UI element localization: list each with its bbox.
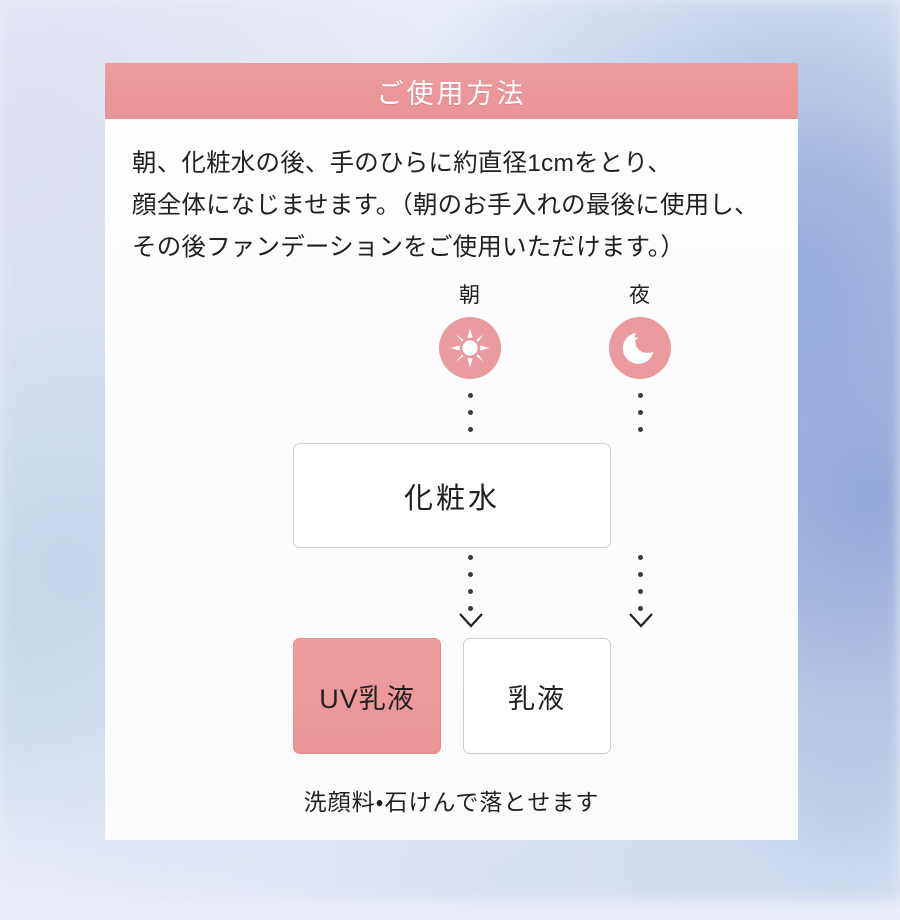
usage-instructions-card: ご使用方法 朝、化粧水の後、手のひらに約直径1cmをとり、 顔全体になじませます… xyxy=(105,63,798,840)
card-header-bar: ご使用方法 xyxy=(105,63,798,119)
page-title: ご使用方法 xyxy=(376,78,527,109)
connector-dots-night-to-lotion xyxy=(638,393,644,444)
night-label: 夜 xyxy=(629,284,651,307)
arrow-down-icon-milk xyxy=(628,613,654,628)
arrow-down-icon-uv xyxy=(458,613,484,628)
morning-label: 朝 xyxy=(459,284,481,307)
instruction-line-3: その後ファンデーションをご使用いただけます。） xyxy=(132,234,685,261)
connector-dots-lotion-to-milk xyxy=(638,555,644,623)
instruction-line-1: 朝、化粧水の後、手のひらに約直径1cmをとり、 xyxy=(132,150,672,177)
moon-star-icon xyxy=(609,317,671,379)
wash-off-note: 洗顔料・石けんで落とせます xyxy=(303,789,600,815)
flow-box-uv-emulsion: UV乳液 xyxy=(293,638,441,754)
connector-dots-morning-to-lotion xyxy=(468,393,474,444)
flow-box-emulsion: 乳液 xyxy=(463,638,611,754)
connector-dots-lotion-to-uv xyxy=(468,555,474,623)
flow-box-lotion: 化粧水 xyxy=(293,443,611,548)
usage-flow-diagram: 朝 夜 xyxy=(105,283,798,823)
flow-step-morning: 朝 xyxy=(410,283,530,379)
instructions-block: 朝、化粧水の後、手のひらに約直径1cmをとり、 顔全体になじませます。（朝のお手… xyxy=(105,119,798,269)
instruction-line-2: 顔全体になじませます。（朝のお手入れの最後に使用し、 xyxy=(132,192,759,219)
flow-box-emulsion-label: 乳液 xyxy=(508,683,566,714)
flow-step-night: 夜 xyxy=(580,283,700,379)
sun-icon xyxy=(439,317,501,379)
flow-box-lotion-label: 化粧水 xyxy=(403,482,500,515)
flow-box-uv-emulsion-label: UV乳液 xyxy=(319,683,415,714)
